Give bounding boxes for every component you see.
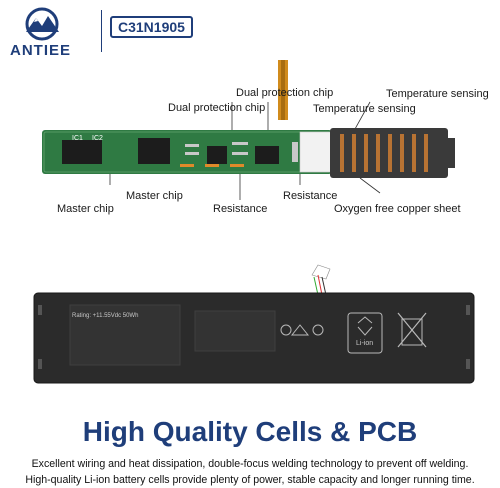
pcb-ic2-label: IC2 [92, 135, 103, 142]
callout-master-chip: Master chip [57, 203, 114, 215]
battery-rating: Rating: +11.55Vdc 50Wh [72, 313, 138, 319]
callout-dual-protection-chip: Dual protection chip [168, 102, 266, 114]
callout-dual-protection-chip: Dual protection chip [236, 87, 334, 99]
callout-master-chip: Master chip [126, 190, 183, 202]
callout-temperature-sensing: Temperature sensing [313, 103, 416, 115]
pcb-illustration: IC1 IC2 [42, 60, 455, 200]
callout-resistance: Resistance [283, 190, 338, 202]
main-heading: High Quality Cells & PCB [82, 416, 418, 447]
brand-name: ANTIEE [10, 42, 72, 59]
model-badge: C31N1905 [110, 16, 193, 38]
description-line-1: Excellent wiring and heat dissipation, d… [31, 458, 469, 470]
battery-pack: Rating: +11.55Vdc 50Wh Li-ion [33, 264, 475, 384]
description-line-2: High-quality Li-ion battery cells provid… [25, 474, 475, 486]
brand-logo [25, 7, 59, 41]
callout-temperature-sensing: Temperature sensing [386, 88, 489, 100]
brand-divider [101, 10, 102, 52]
callout-resistance: Resistance [213, 203, 268, 215]
pcb-ic1-label: IC1 [72, 135, 83, 142]
battery-recycle-label: Li-ion [356, 340, 373, 347]
callout-copper-sheet: Oxygen free copper sheet [334, 203, 461, 215]
